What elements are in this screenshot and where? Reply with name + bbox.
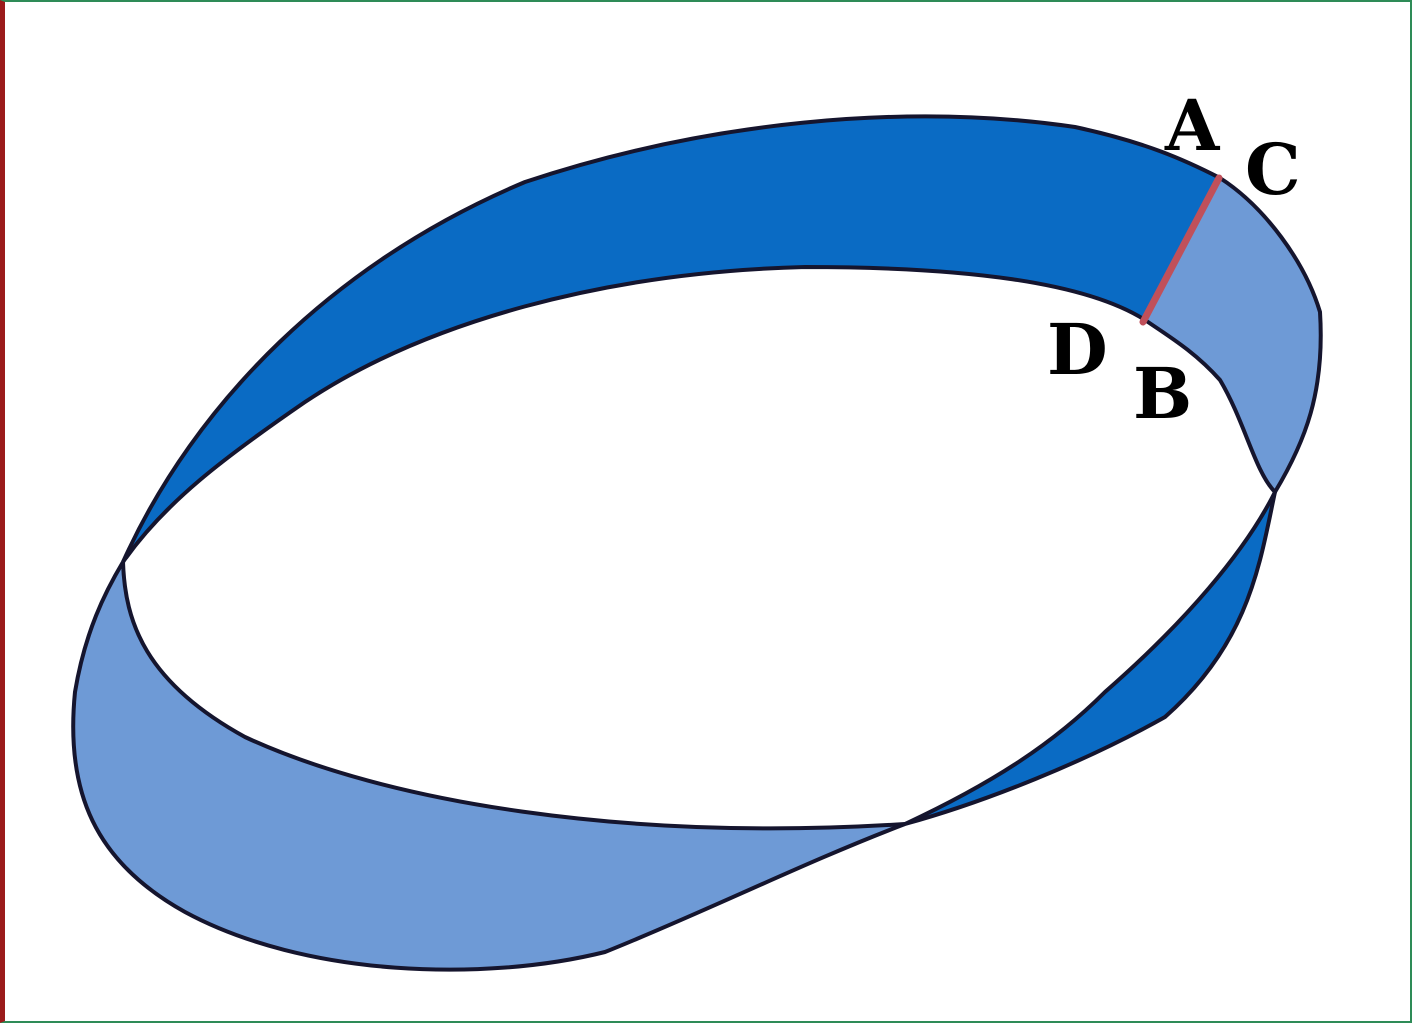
label-c: C: [1245, 128, 1301, 211]
inner-edge-top: [121, 265, 1277, 564]
outer-edge-top: [121, 114, 1323, 563]
label-d: D: [1047, 308, 1108, 391]
right-band-light: [1145, 178, 1321, 492]
lower-right-band-dark: [905, 492, 1275, 824]
label-a: A: [1164, 84, 1221, 167]
upper-band-dark: [123, 116, 1220, 562]
outer-edge-bottom: [71, 560, 906, 972]
cut-line: [1139, 174, 1223, 326]
label-b: B: [1133, 352, 1192, 435]
lower-band-light: [73, 562, 905, 970]
inner-edge-bottom: [121, 561, 906, 831]
outer-edge-right: [904, 491, 1277, 826]
strip-outlines: [71, 114, 1323, 972]
inner-edge-right: [904, 491, 1277, 826]
mobius-strip-diagram: A C D B: [71, 84, 1323, 972]
